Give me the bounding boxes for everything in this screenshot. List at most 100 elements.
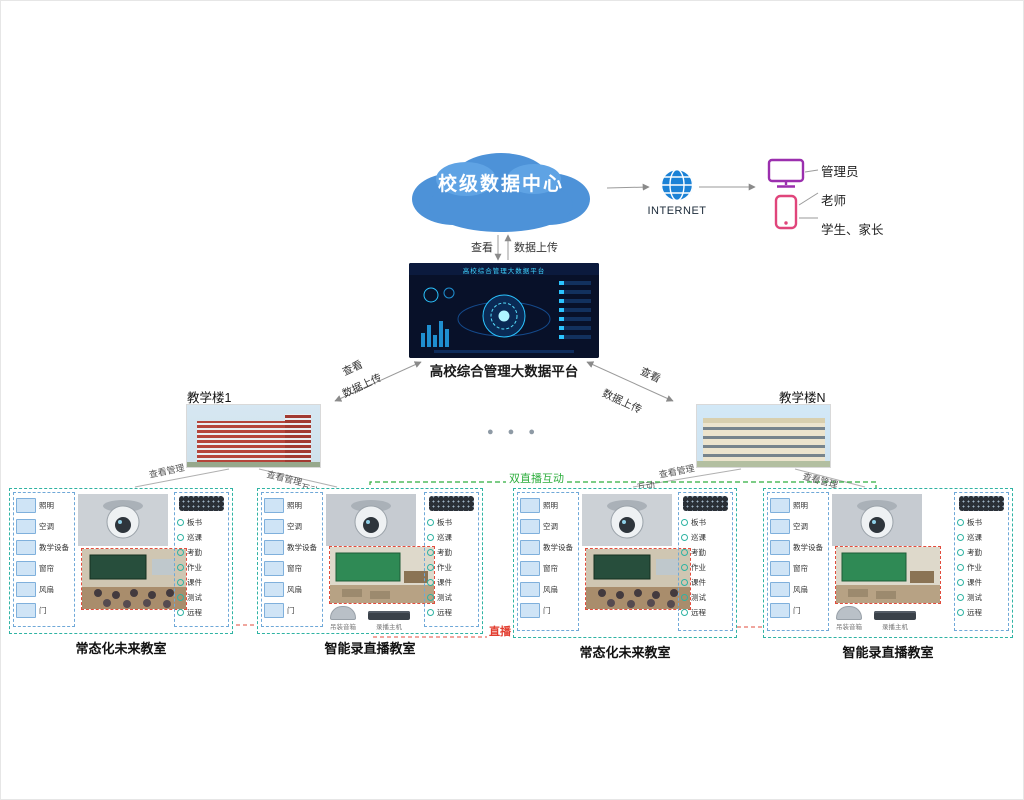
device-thumbnail [16, 498, 36, 513]
device-item: 教学设备 [264, 537, 320, 558]
user-role-label: 老师 [821, 194, 847, 208]
device-item: 空调 [264, 516, 320, 537]
device-thumbnail [770, 498, 790, 513]
function-icon [177, 564, 184, 571]
device-item: 教学设备 [520, 537, 576, 558]
device-thumbnail [770, 603, 790, 618]
internet-label: INTERNET [647, 205, 707, 217]
user-role-label: 学生、家长 [821, 223, 884, 237]
function-item: 课件 [681, 575, 730, 590]
device-thumbnail [264, 519, 284, 534]
device-thumbnail [16, 519, 36, 534]
function-item: 板书 [681, 515, 730, 530]
ceiling-speaker-icon [836, 606, 862, 620]
function-icon [177, 609, 184, 616]
view-manage-label: 查看管理 [658, 463, 696, 480]
function-item: 巡课 [957, 530, 1006, 545]
function-item: 考勤 [957, 545, 1006, 560]
cloud-shape [412, 153, 590, 232]
device-item: 教学设备 [16, 537, 72, 558]
function-icon [957, 579, 964, 586]
device-caption: 吊装音箱 [836, 624, 862, 631]
function-list: 板书 巡课 考勤 作业 课件 测试 远程 [681, 515, 730, 620]
device-thumbnail [520, 519, 540, 534]
function-item: 板书 [177, 515, 226, 530]
function-icon [177, 549, 184, 556]
device-thumbnail [770, 519, 790, 534]
classroom-type-label-4: 智能录直播教室 [842, 645, 934, 660]
recording-devices: 吊装音箱 录播主机 [330, 606, 410, 631]
recorder: 录播主机 [368, 611, 410, 631]
device-thumbnail [16, 561, 36, 576]
device-item: 照明 [770, 495, 826, 516]
dashboard-graphics [409, 263, 599, 358]
device-thumbnail [264, 603, 284, 618]
device-thumbnail [520, 603, 540, 618]
building-n-label: 教学楼N [779, 391, 826, 405]
device-item: 窗帘 [16, 558, 72, 579]
function-icon [957, 549, 964, 556]
device-thumbnail [770, 582, 790, 597]
function-item: 课件 [957, 575, 1006, 590]
device-thumbnail [770, 561, 790, 576]
classroom-type-label-2: 智能录直播教室 [324, 641, 416, 656]
device-control-list: 照明 空调 教学设备 窗帘 风扇 门 [261, 492, 323, 627]
view-manage-label: 查看管理 [265, 469, 304, 488]
recorder: 录播主机 [874, 611, 916, 631]
ceiling-speaker-icon [330, 606, 356, 620]
function-item: 测试 [427, 590, 476, 605]
device-item: 风扇 [770, 579, 826, 600]
function-item: 作业 [681, 560, 730, 575]
function-item: 巡课 [681, 530, 730, 545]
device-thumbnail [16, 603, 36, 618]
dome-camera-photo [582, 494, 672, 546]
classroom-group-4: 照明 空调 教学设备 窗帘 风扇 门 [763, 488, 1013, 638]
control-panel-photo [959, 496, 1004, 511]
function-item: 考勤 [681, 545, 730, 560]
function-icon [957, 534, 964, 541]
control-panel-photo [179, 496, 224, 511]
cloud-upload-label: 数据上传 [514, 242, 558, 254]
function-item: 远程 [177, 605, 226, 620]
function-icon [427, 564, 434, 571]
device-item: 空调 [770, 516, 826, 537]
function-icon [427, 549, 434, 556]
dashboard-screen-title: 高校综合管理大数据平台 [462, 268, 546, 275]
device-caption: 吊装音箱 [330, 624, 356, 631]
building-1-label: 教学楼1 [187, 391, 232, 405]
function-icon [957, 519, 964, 526]
smartphone-icon [773, 194, 799, 230]
classroom-group-3: 照明 空调 教学设备 窗帘 风扇 门 [513, 488, 737, 638]
device-thumbnail [264, 582, 284, 597]
platform-caption: 高校综合管理大数据平台 [429, 364, 579, 379]
classroom-type-label-1: 常态化未来教室 [75, 641, 167, 656]
cloud-view-label: 查看 [471, 242, 493, 254]
function-item: 考勤 [427, 545, 476, 560]
function-list: 板书 巡课 考勤 作业 课件 测试 远程 [177, 515, 226, 620]
function-icon [681, 609, 688, 616]
function-list: 板书 巡课 考勤 作业 课件 测试 远程 [957, 515, 1006, 620]
device-thumbnail [520, 498, 540, 513]
device-thumbnail [16, 540, 36, 555]
recorder-box-icon [874, 611, 916, 620]
device-caption: 录播主机 [376, 624, 402, 631]
function-icon [681, 519, 688, 526]
device-item: 空调 [16, 516, 72, 537]
device-control-list: 照明 空调 教学设备 窗帘 风扇 门 [13, 492, 75, 627]
function-item: 板书 [957, 515, 1006, 530]
function-icon [427, 609, 434, 616]
function-icon [177, 519, 184, 526]
dome-camera-photo [78, 494, 168, 546]
function-icon [957, 564, 964, 571]
function-item: 板书 [427, 515, 476, 530]
function-item: 远程 [427, 605, 476, 620]
device-item: 门 [520, 600, 576, 621]
function-item: 考勤 [177, 545, 226, 560]
device-item: 风扇 [520, 579, 576, 600]
function-icon [177, 534, 184, 541]
internet-globe-icon [659, 167, 695, 203]
function-icon [957, 609, 964, 616]
device-item: 照明 [16, 495, 72, 516]
device-item: 照明 [264, 495, 320, 516]
device-thumbnail [264, 561, 284, 576]
